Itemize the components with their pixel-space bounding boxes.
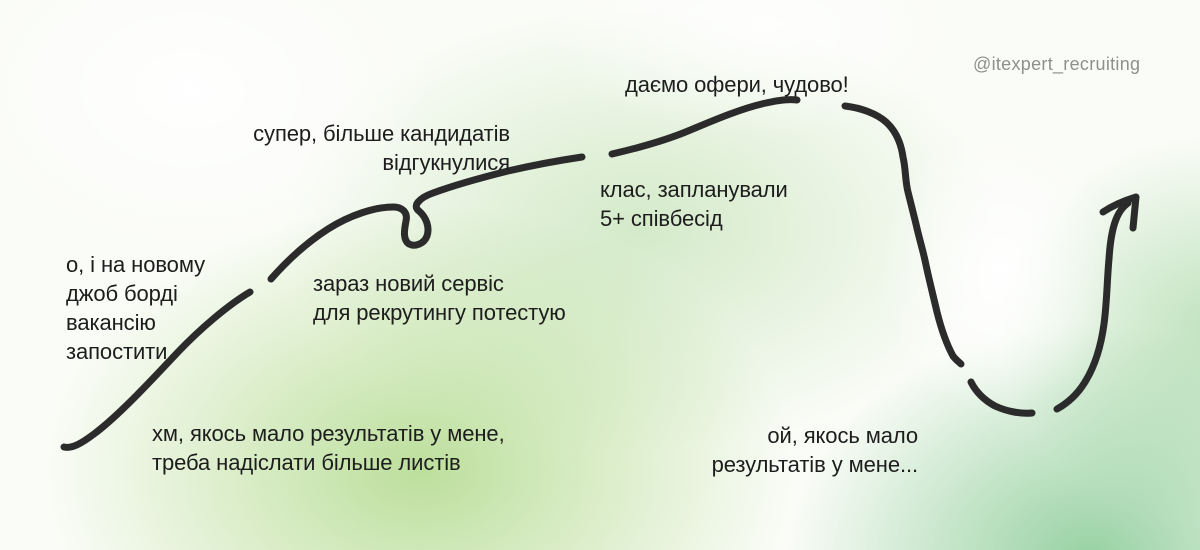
curve-recovery-rise bbox=[1053, 199, 1132, 413]
curve-loop-climb bbox=[267, 153, 586, 283]
curve-start-climb bbox=[60, 288, 254, 451]
annotation-few-results-again: ой, якось мало результатів у мене... bbox=[711, 423, 918, 477]
curve-rise-to-peak bbox=[608, 96, 801, 158]
watermark-handle: @itexpert_recruiting bbox=[973, 54, 1141, 74]
annotation-more-candidates: супер, більше кандидатів відгукнулися bbox=[253, 121, 510, 175]
annotation-test-new-service: зараз новий сервіс для рекрутингу потест… bbox=[313, 271, 566, 325]
curve-valley-bottom bbox=[967, 378, 1036, 417]
annotation-scheduled-interviews: клас, запланували 5+ співбесід bbox=[600, 177, 788, 231]
curve-steep-drop bbox=[841, 102, 965, 368]
curve-arrowhead bbox=[1099, 193, 1140, 232]
annotation-giving-offers: даємо офери, чудово! bbox=[625, 72, 849, 97]
annotation-few-results-send-letters: хм, якось мало результатів у мене, треба… bbox=[152, 421, 505, 475]
annotation-post-job-board: о, і на новому джоб борді вакансію запос… bbox=[66, 252, 205, 364]
